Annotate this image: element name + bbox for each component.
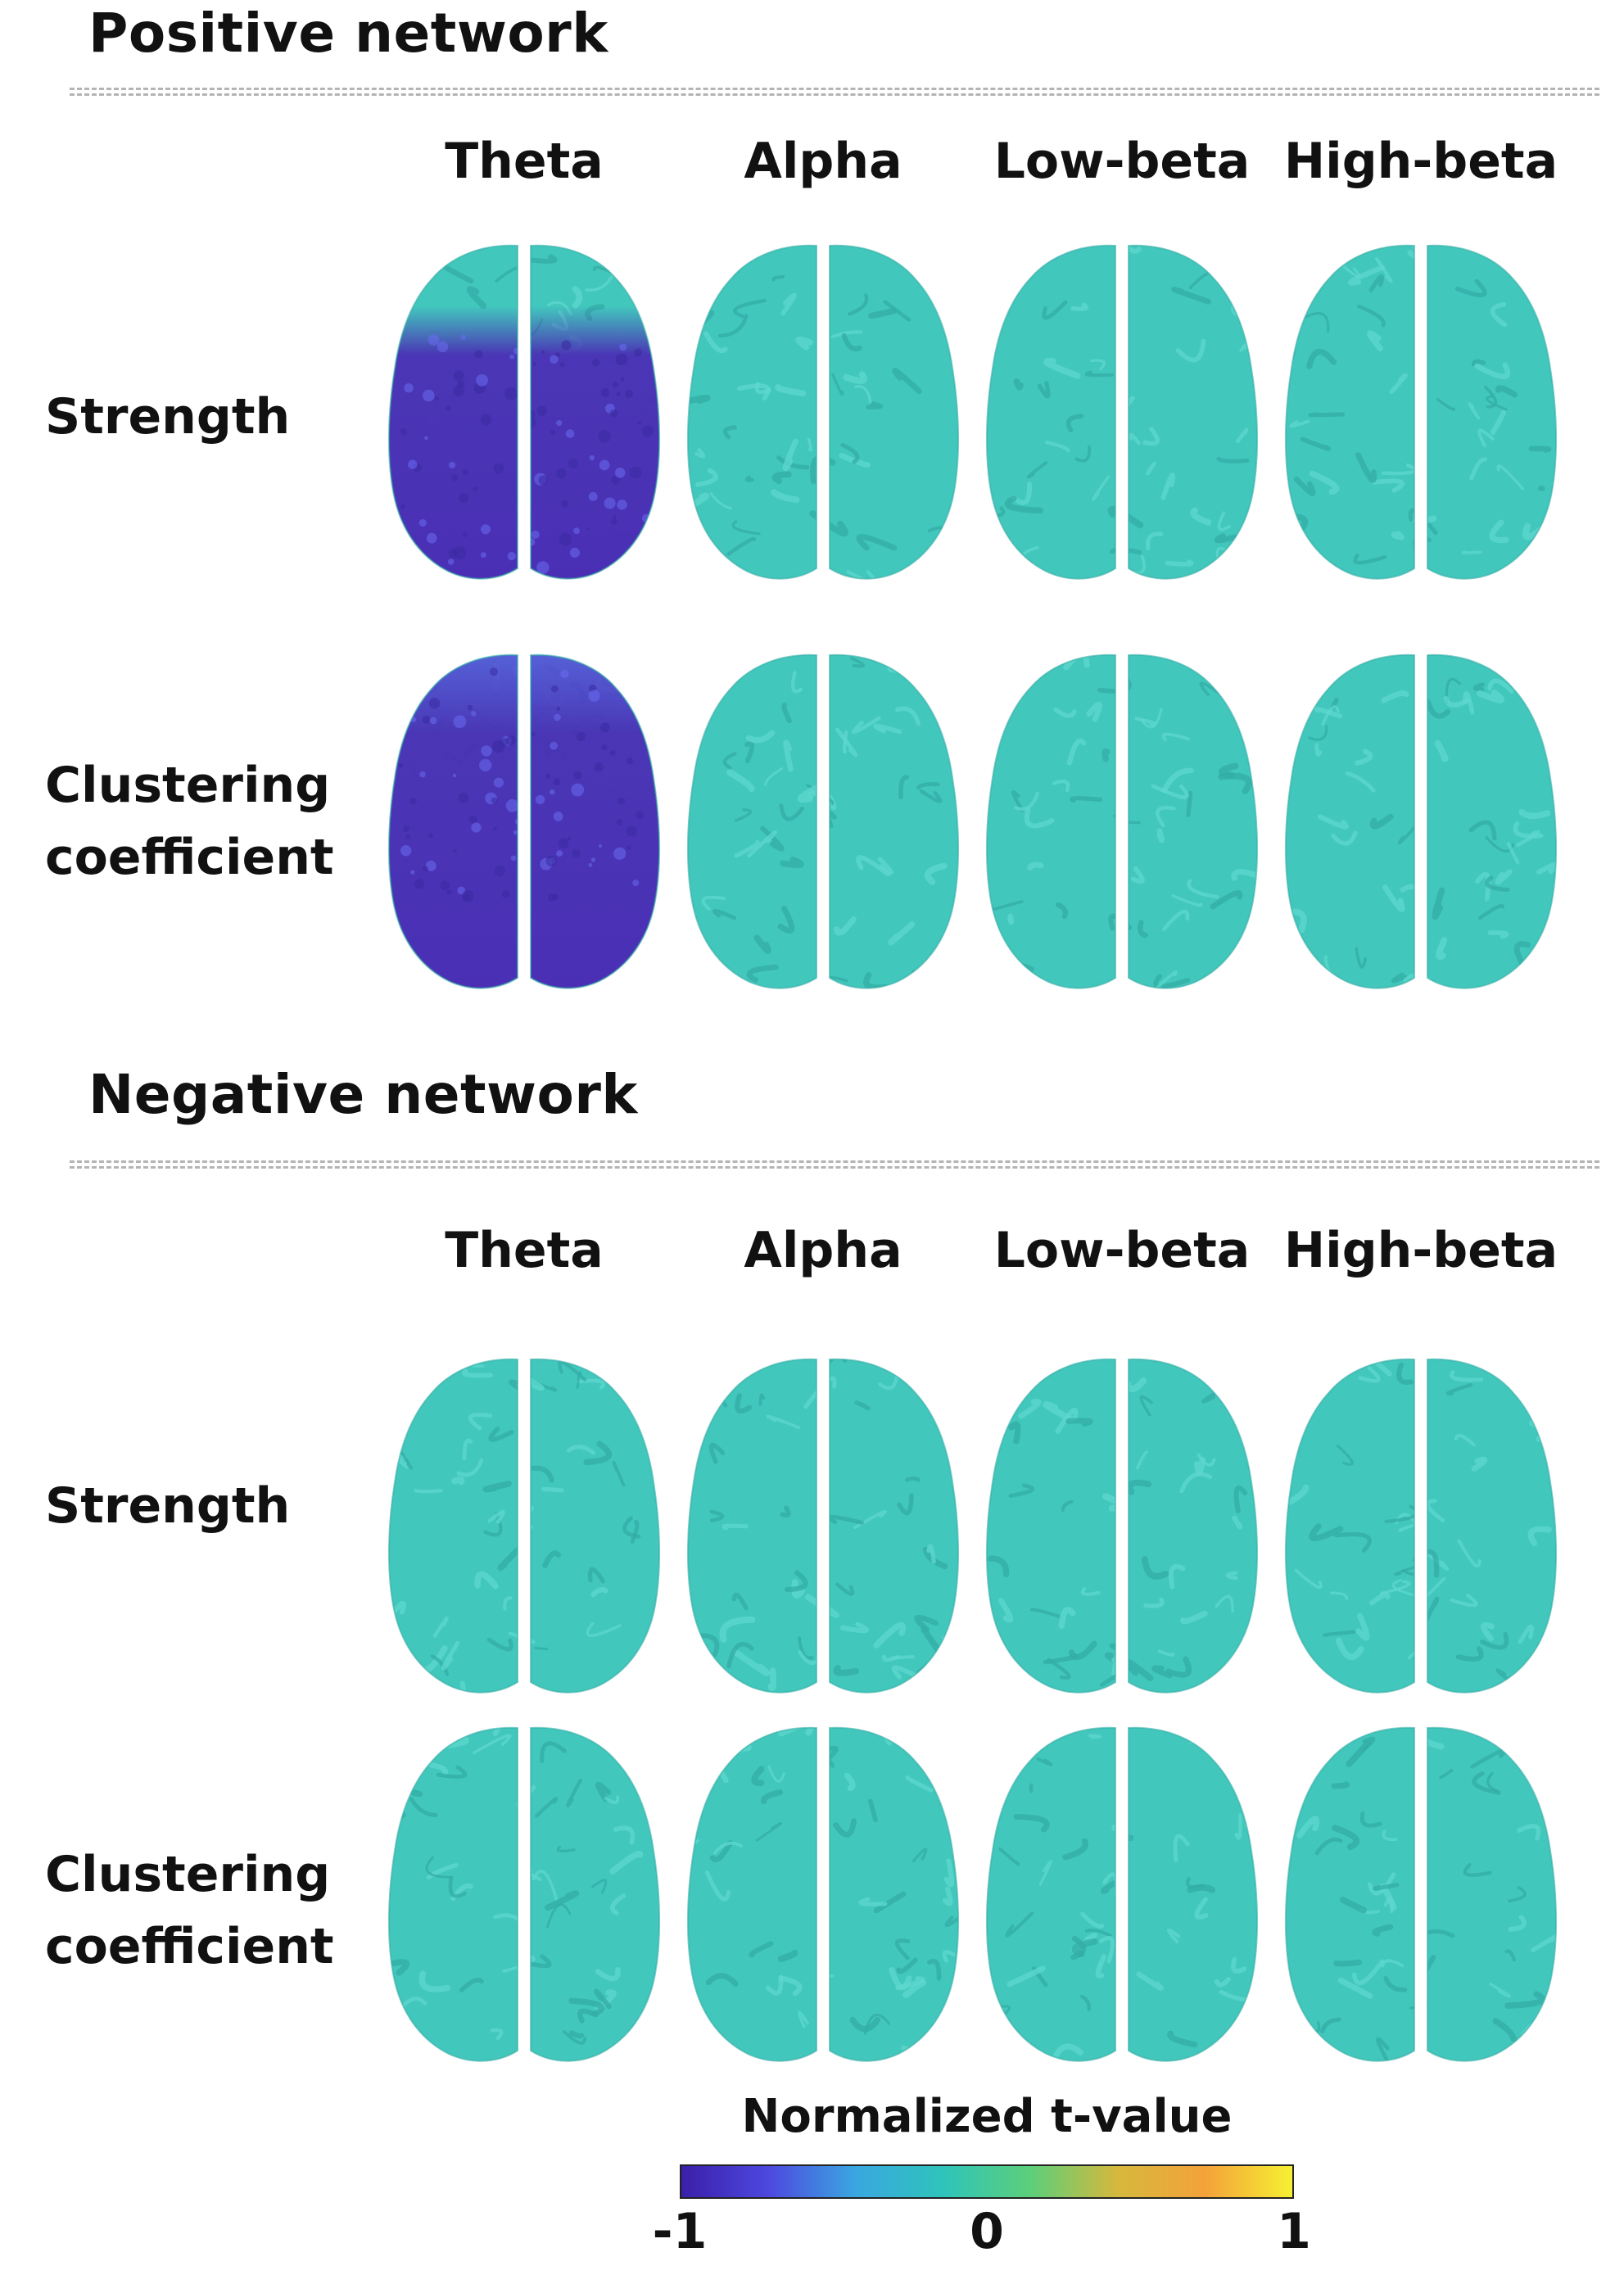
row-label-clustering: Clustering coefficient: [45, 1838, 334, 1983]
colorbar: [680, 2164, 1294, 2199]
brain-map: [1273, 237, 1568, 581]
brain-map: [377, 647, 672, 991]
col-label-theta: Theta: [445, 133, 604, 190]
col-label-alpha: Alpha: [744, 133, 902, 190]
brain-map: [975, 237, 1269, 581]
brain-map: [676, 647, 970, 991]
colorbar-title: Normalized t-value: [741, 2090, 1233, 2143]
col-label-low-beta: Low-beta: [993, 133, 1251, 190]
section-title-positive: Positive network: [88, 2, 608, 65]
col-label-high-beta: High-beta: [1283, 133, 1558, 190]
colorbar-tick-min: -1: [652, 2203, 708, 2260]
brain-map: [377, 1351, 672, 1695]
row-label-line: Strength: [45, 388, 291, 445]
row-label-line: Clustering: [45, 757, 331, 814]
col-label-low-beta: Low-beta: [993, 1222, 1251, 1279]
brain-map: [975, 1720, 1269, 2064]
col-label-alpha: Alpha: [744, 1222, 902, 1279]
row-label-line: Strength: [45, 1477, 291, 1535]
brain-map: [1273, 647, 1568, 991]
brain-map: [377, 1720, 672, 2064]
brain-map: [975, 1351, 1269, 1695]
row-label-line: coefficient: [45, 1918, 334, 1975]
colorbar-tick-mid: 0: [970, 2203, 1004, 2260]
row-label-strength: Strength: [45, 381, 290, 453]
section-title-negative: Negative network: [88, 1063, 638, 1126]
brain-map: [676, 237, 970, 581]
brain-map: [1273, 1720, 1568, 2064]
divider-positive: [70, 88, 1599, 96]
row-label-clustering: Clustering coefficient: [45, 749, 334, 893]
brain-map: [975, 647, 1269, 991]
colorbar-tick-max: 1: [1277, 2203, 1311, 2260]
brain-map: [676, 1720, 970, 2064]
row-label-strength: Strength: [45, 1470, 290, 1542]
brain-map: [1273, 1351, 1568, 1695]
divider-negative: [70, 1160, 1599, 1169]
row-label-line: Clustering: [45, 1846, 331, 1903]
col-label-high-beta: High-beta: [1283, 1222, 1558, 1279]
brain-map: [377, 237, 672, 581]
row-label-line: coefficient: [45, 829, 334, 886]
col-label-theta: Theta: [445, 1222, 604, 1279]
brain-map: [676, 1351, 970, 1695]
